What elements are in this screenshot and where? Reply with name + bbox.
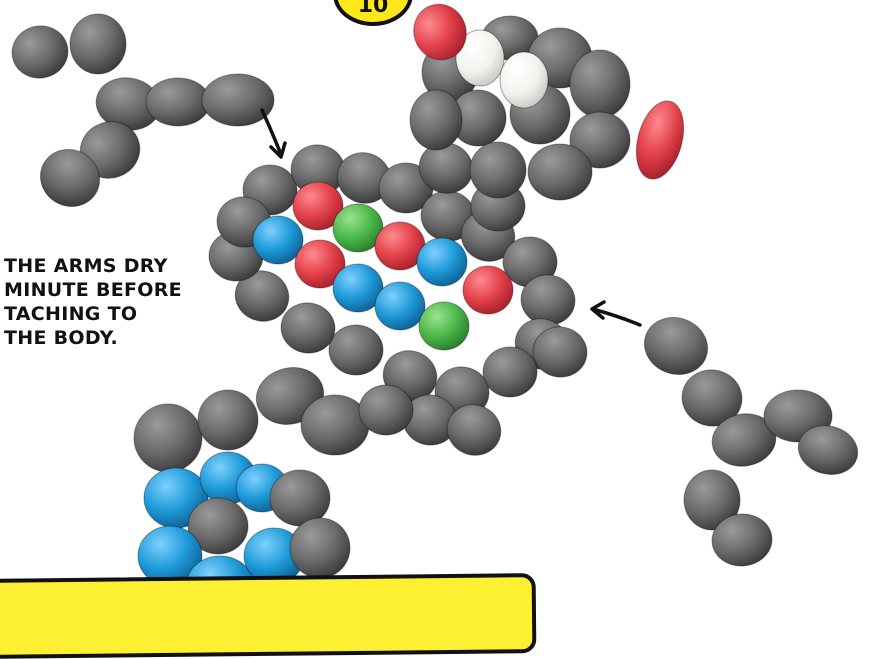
green-foam-piece xyxy=(332,203,384,253)
white-eye-foam-piece xyxy=(499,51,549,109)
gray-foam-piece xyxy=(643,317,709,375)
robot-illustration xyxy=(11,3,859,617)
gray-foam-piece xyxy=(482,346,538,398)
gray-foam-piece xyxy=(469,141,527,199)
robot-body xyxy=(208,142,588,456)
gray-foam-piece xyxy=(569,111,631,169)
instruction-text: THE ARMS DRY MINUTE BEFORE TACHING TO TH… xyxy=(4,255,182,349)
red-antenna-foam-piece xyxy=(635,100,685,180)
gray-foam-piece xyxy=(69,13,127,75)
arrow-to-body-right-icon xyxy=(590,300,642,327)
gray-foam-piece xyxy=(187,497,249,555)
gray-foam-piece xyxy=(280,302,336,354)
red-foam-piece xyxy=(292,181,344,231)
white-eye-foam-piece xyxy=(455,29,505,87)
red-foam-piece xyxy=(294,239,346,289)
right-arm xyxy=(643,317,859,567)
gray-foam-piece xyxy=(201,73,275,127)
gray-foam-piece xyxy=(39,148,101,208)
gray-foam-piece xyxy=(145,77,211,127)
gray-foam-piece xyxy=(711,513,773,567)
gray-foam-piece xyxy=(797,425,859,475)
gray-foam-piece xyxy=(681,369,743,427)
gray-foam-piece xyxy=(11,25,69,79)
gray-foam-piece xyxy=(532,326,588,378)
red-foam-piece xyxy=(462,265,514,315)
gray-foam-piece xyxy=(234,270,290,322)
gray-foam-piece xyxy=(328,324,384,376)
blue-foam-piece xyxy=(374,281,426,331)
blue-foam-piece xyxy=(252,215,304,265)
gray-foam-piece xyxy=(197,389,259,451)
left-arm xyxy=(11,13,275,208)
step-number: 10 xyxy=(357,0,389,18)
bottom-banner xyxy=(0,573,537,659)
gray-foam-piece xyxy=(409,89,463,151)
gray-foam-piece xyxy=(569,49,631,119)
arrow-to-body-left-icon xyxy=(260,108,287,159)
red-antenna-foam-piece xyxy=(413,3,467,61)
gray-foam-piece xyxy=(446,404,502,456)
gray-foam-piece xyxy=(527,143,593,201)
blue-foam-piece xyxy=(416,237,468,287)
gray-foam-piece xyxy=(289,517,351,579)
gray-foam-piece xyxy=(683,469,741,531)
blue-foam-piece xyxy=(332,263,384,313)
gray-foam-piece xyxy=(133,403,203,473)
green-foam-piece xyxy=(418,301,470,351)
gray-foam-piece xyxy=(358,384,414,436)
robot-head xyxy=(409,3,685,201)
gray-foam-piece xyxy=(300,394,370,456)
